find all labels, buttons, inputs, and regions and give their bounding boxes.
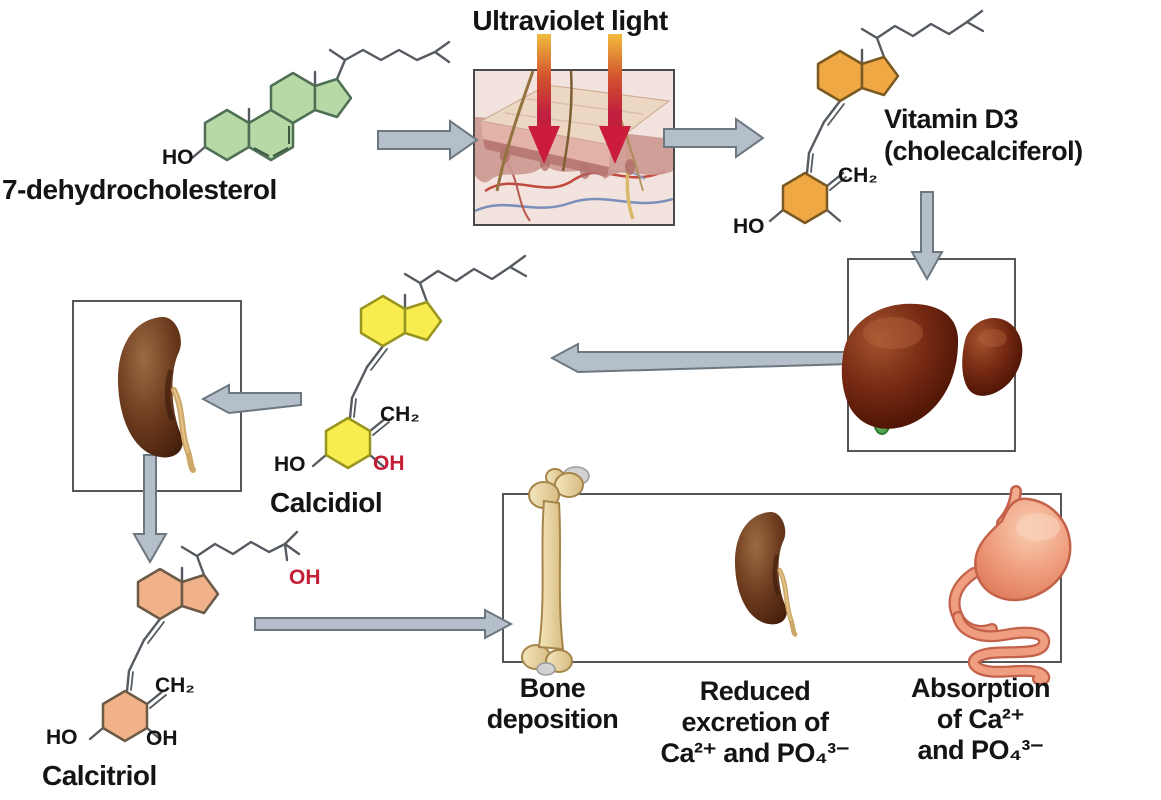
- label-calcidiol-oh: OH: [373, 452, 405, 475]
- arrow-d3-to-liver: [910, 191, 944, 282]
- arrow-skin-to-d3: [663, 117, 765, 159]
- label-calcitriol-oh-chain: OH: [289, 566, 321, 589]
- molecule-calcitriol: [88, 530, 301, 743]
- label-calcidiol: Calcidiol: [270, 487, 383, 518]
- liver-icon: [841, 303, 1023, 435]
- label-calcidiol-ho: HO: [274, 453, 306, 476]
- kidney-icon: [108, 312, 208, 472]
- label-7-dehydrocholesterol: 7-dehydrocholesterol: [2, 174, 277, 205]
- label-dhc-ho: HO: [162, 146, 194, 169]
- label-intestine-line1: Absorption: [911, 673, 1050, 703]
- label-intestine-line3: and PO₄³⁻: [917, 735, 1044, 766]
- label-bone-line2: deposition: [486, 704, 619, 735]
- bone-icon: [521, 466, 590, 676]
- stomach-intestines-icon: [948, 485, 1072, 686]
- label-intestine-line2: of Ca²⁺: [936, 704, 1025, 735]
- arrow-calcidiol-to-kidney: [200, 383, 302, 415]
- arrow-dhc-to-skin: [377, 119, 479, 161]
- label-calcitriol: Calcitriol: [42, 760, 157, 791]
- label-kidney-line1: Reduced: [699, 676, 811, 706]
- label-kidney-line3: Ca²⁺ and PO₄³⁻: [660, 738, 850, 769]
- label-bone-deposition: Bone deposition: [455, 673, 650, 735]
- label-calcitriol-oh-ring: OH: [146, 727, 178, 750]
- label-calcitriol-ho: HO: [46, 726, 78, 749]
- small-kidney-icon: [727, 508, 807, 636]
- label-ultraviolet-light: Ultraviolet light: [472, 5, 668, 36]
- label-bone-line1: Bone: [519, 673, 586, 703]
- label-vitamin-d3-line1: Vitamin D3: [884, 104, 1019, 134]
- effects-box: [502, 493, 1062, 663]
- label-vitamin-d3-line2: (cholecalciferol): [884, 136, 1083, 166]
- label-calcitriol-ch2: CH₂: [155, 674, 195, 697]
- molecule-7-dehydrocholesterol: [190, 40, 451, 162]
- label-calcidiol-ch2: CH₂: [380, 403, 420, 426]
- label-reduced-excretion: Reduced excretion of Ca²⁺ and PO₄³⁻: [625, 676, 885, 769]
- arrow-kidney-to-calcitriol: [132, 454, 168, 565]
- label-d3-ch2: CH₂: [838, 164, 878, 187]
- arrow-calcitriol-to-effects: [254, 608, 514, 640]
- label-absorption: Absorption of Ca²⁺ and PO₄³⁻: [878, 673, 1083, 766]
- arrow-liver-to-calcidiol: [549, 342, 851, 374]
- ultraviolet-rays-icon: [528, 34, 631, 164]
- label-kidney-line2: excretion of: [681, 707, 829, 738]
- label-d3-ho: HO: [733, 215, 765, 238]
